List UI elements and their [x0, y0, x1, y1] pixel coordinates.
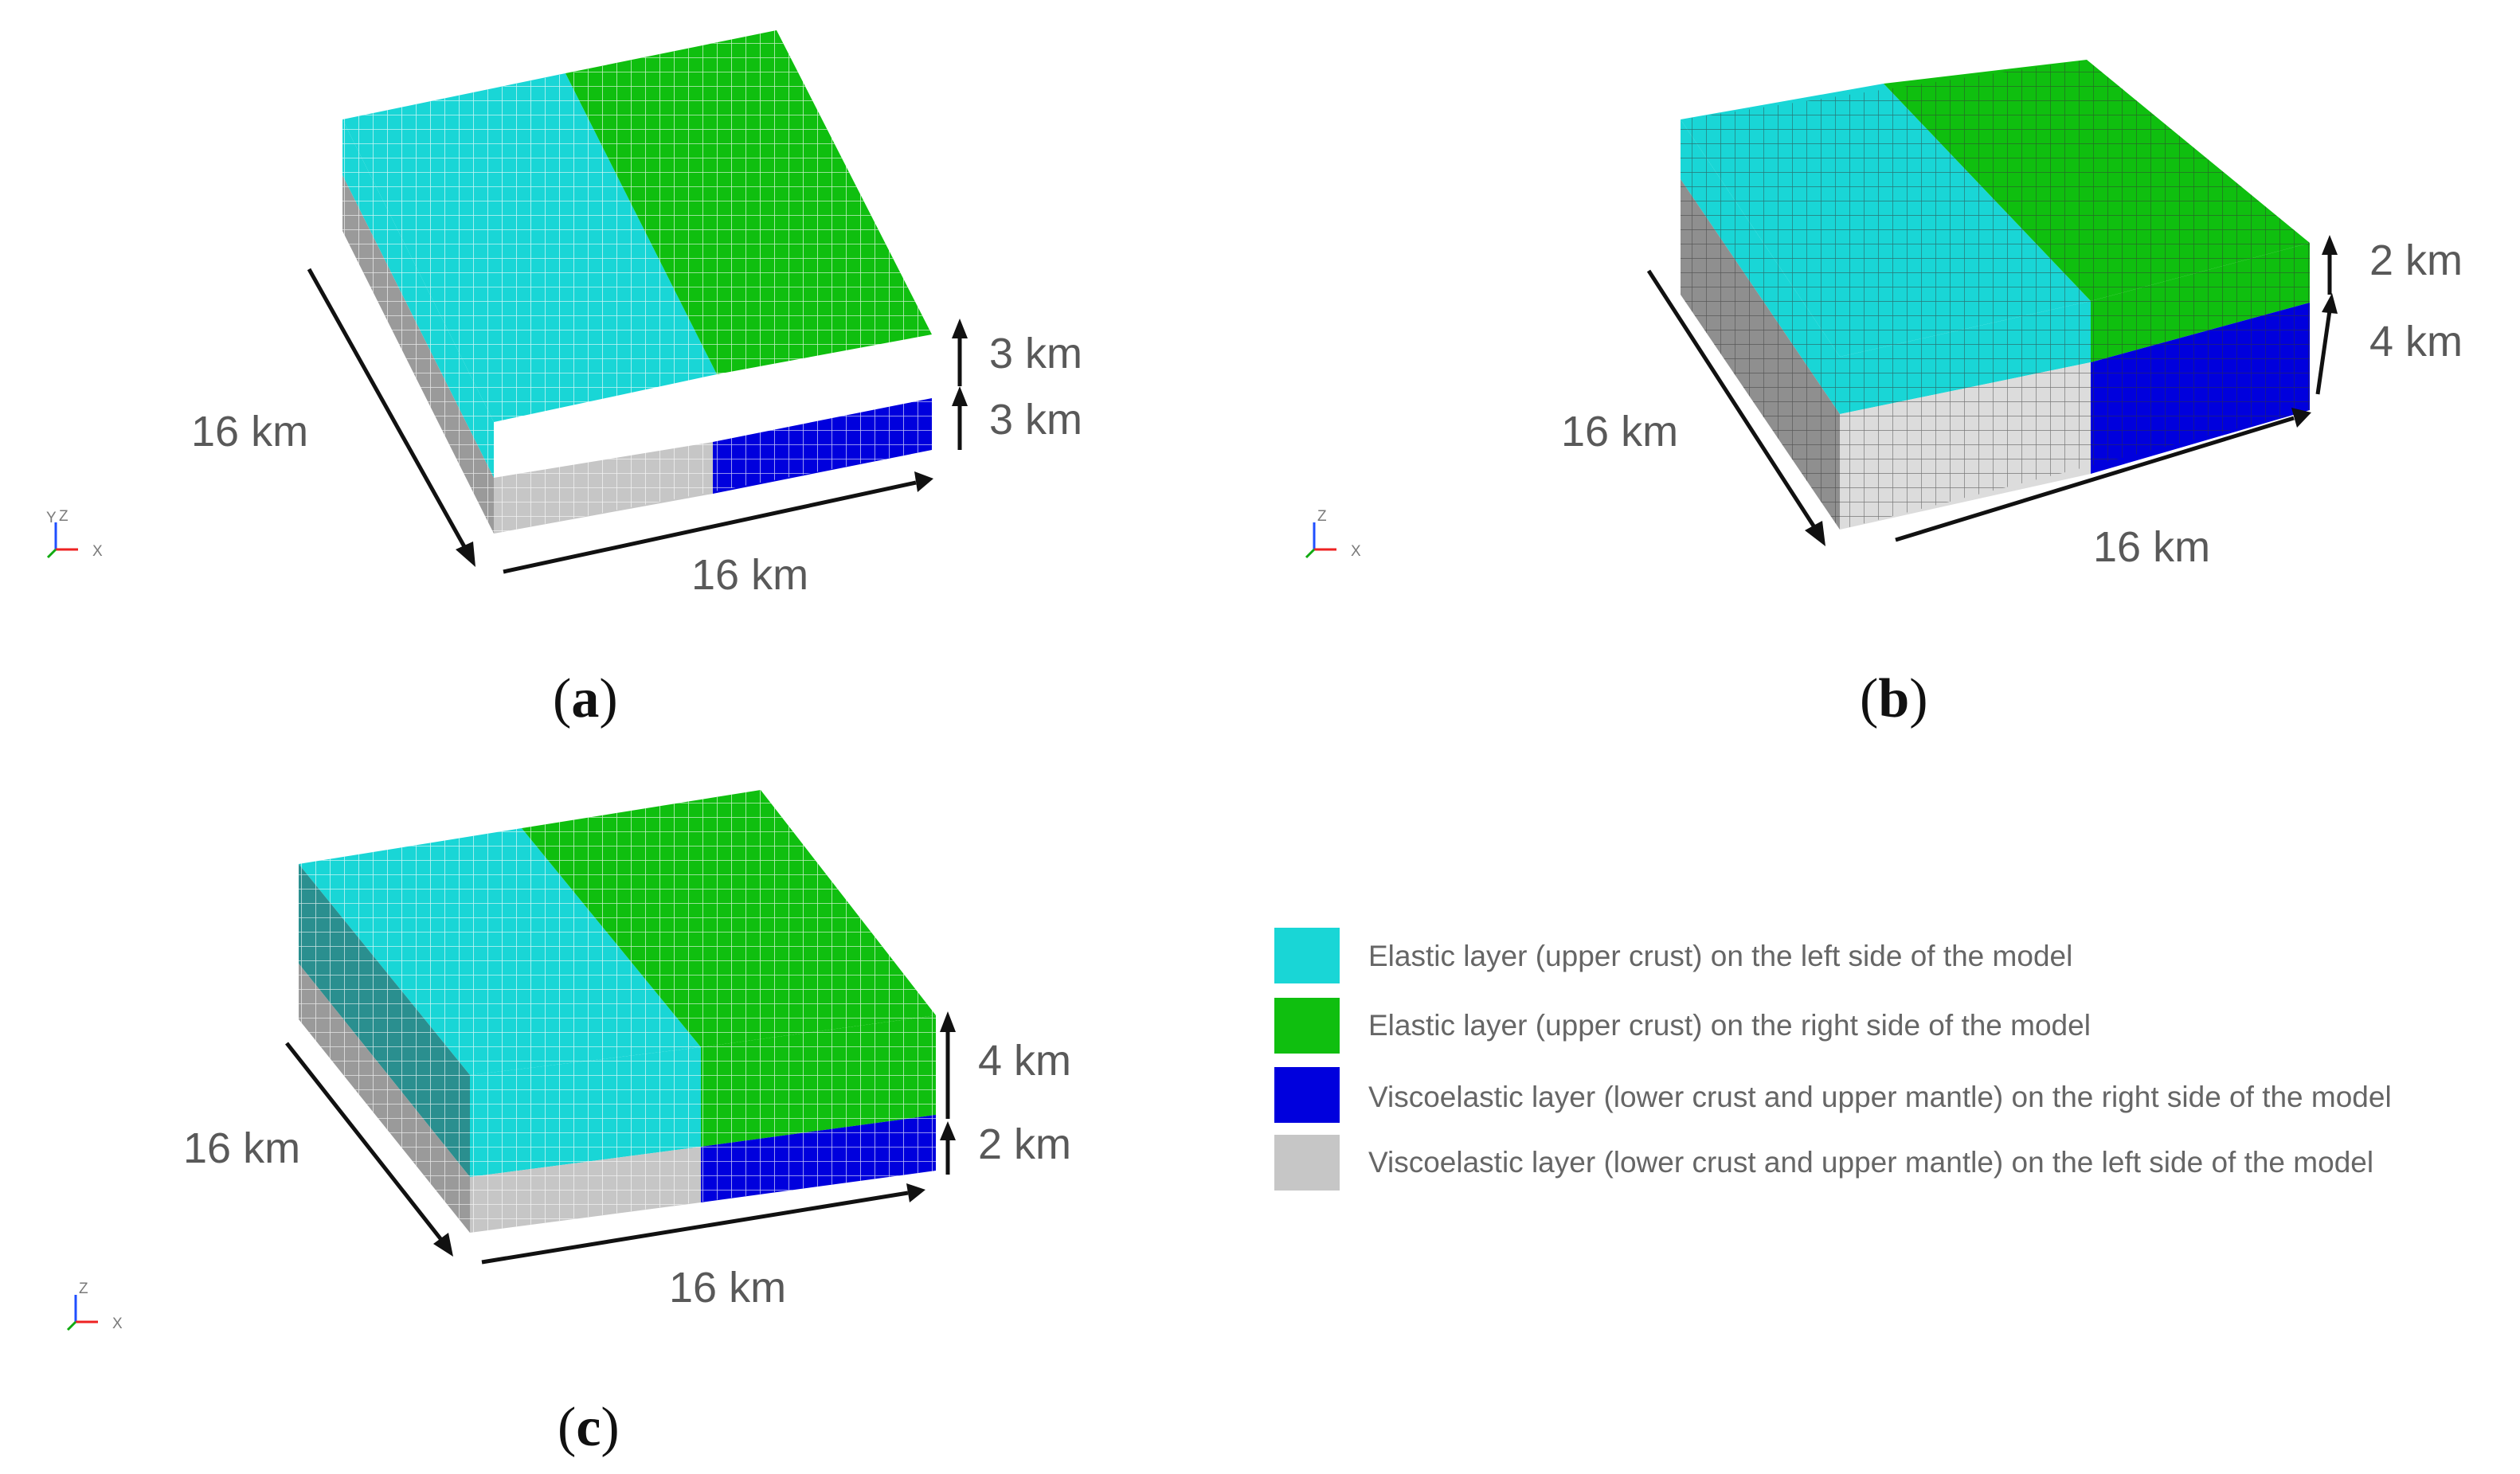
legend-label-elastic-left: Elastic layer (upper crust) on the left … — [1368, 940, 2072, 972]
panel-c-axes-icon: Z X — [66, 1280, 123, 1332]
panel-b: 16 km 16 km 2 km 4 km Z X (b) — [1305, 60, 2463, 729]
panel-b-depth-arrow — [1646, 269, 1825, 546]
panel-b-width-label: 16 km — [2093, 523, 2210, 571]
legend-item-elastic-left: Elastic layer (upper crust) on the left … — [1274, 928, 2072, 983]
panel-a-depth-arrow — [307, 268, 475, 567]
panel-a-model-block — [342, 30, 932, 534]
legend-item-viscoelastic-right: Viscoelastic layer (lower crust and uppe… — [1274, 1067, 2392, 1123]
legend-label-viscoelastic-left: Viscoelastic layer (lower crust and uppe… — [1368, 1146, 2373, 1179]
panel-b-thickness-label-upper: 2 km — [2369, 237, 2463, 284]
panel-b-depth-label: 16 km — [1561, 408, 1678, 455]
panel-c-axis-x-label: X — [112, 1316, 123, 1332]
panel-a-thickness-arrow-upper — [952, 319, 968, 386]
legend-swatch-gray — [1274, 1135, 1340, 1191]
panel-c-caption: (c) — [558, 1397, 620, 1458]
panel-a-thickness-arrow-lower — [952, 386, 968, 450]
panel-a-caption: (a) — [553, 668, 618, 729]
panel-c: 16 km 16 km 4 km 2 km Z X (c) — [66, 790, 1071, 1458]
panel-b-caption: (b) — [1860, 668, 1928, 729]
panel-a-width-label: 16 km — [691, 551, 808, 599]
legend: Elastic layer (upper crust) on the left … — [1274, 928, 2392, 1191]
panel-b-width-arrow — [1895, 408, 2311, 542]
panel-b-thickness-arrow-lower — [2315, 293, 2338, 395]
legend-item-elastic-right: Elastic layer (upper crust) on the right… — [1274, 998, 2091, 1054]
panel-b-thickness-label-lower: 4 km — [2369, 318, 2463, 366]
legend-item-viscoelastic-left: Viscoelastic layer (lower crust and uppe… — [1274, 1135, 2373, 1191]
panel-a-thickness-label-upper: 3 km — [989, 330, 1082, 377]
panel-a-axis-y-label: Y — [46, 510, 57, 526]
panel-a-axes-icon: Y Z X — [46, 508, 103, 560]
panel-a-axis-x-label: X — [92, 543, 103, 560]
legend-label-elastic-right: Elastic layer (upper crust) on the right… — [1368, 1009, 2091, 1042]
panel-c-depth-label: 16 km — [183, 1124, 300, 1172]
panel-a: 16 km 16 km 3 km 3 km Y Z X (a) — [46, 30, 1082, 729]
panel-a-thickness-label-lower: 3 km — [989, 396, 1082, 444]
panel-c-thickness-arrow-upper — [940, 1011, 956, 1119]
panel-c-model-block — [299, 790, 936, 1233]
panel-b-axis-x-label: X — [1351, 543, 1361, 560]
panel-c-depth-arrow — [285, 1042, 453, 1257]
panel-b-axes-icon: Z X — [1305, 508, 1361, 560]
legend-swatch-blue — [1274, 1067, 1340, 1123]
panel-b-model-block — [1681, 60, 2310, 530]
panel-b-axis-z-label: Z — [1317, 508, 1327, 525]
panel-b-thickness-arrow-upper — [2322, 235, 2338, 295]
legend-swatch-green — [1274, 998, 1340, 1054]
panel-a-depth-label: 16 km — [191, 408, 308, 455]
panel-c-axis-z-label: Z — [79, 1280, 88, 1297]
panel-c-thickness-arrow-lower — [940, 1121, 956, 1175]
legend-label-viscoelastic-right: Viscoelastic layer (lower crust and uppe… — [1368, 1081, 2392, 1113]
panel-c-thickness-label-upper: 4 km — [978, 1037, 1071, 1085]
panel-c-width-label: 16 km — [669, 1264, 786, 1312]
panel-c-thickness-label-lower: 2 km — [978, 1120, 1071, 1168]
panel-c-width-arrow — [481, 1183, 925, 1265]
panel-a-width-arrow — [503, 471, 933, 574]
legend-swatch-cyan — [1274, 928, 1340, 983]
panel-a-axis-z-label: Z — [59, 508, 68, 525]
